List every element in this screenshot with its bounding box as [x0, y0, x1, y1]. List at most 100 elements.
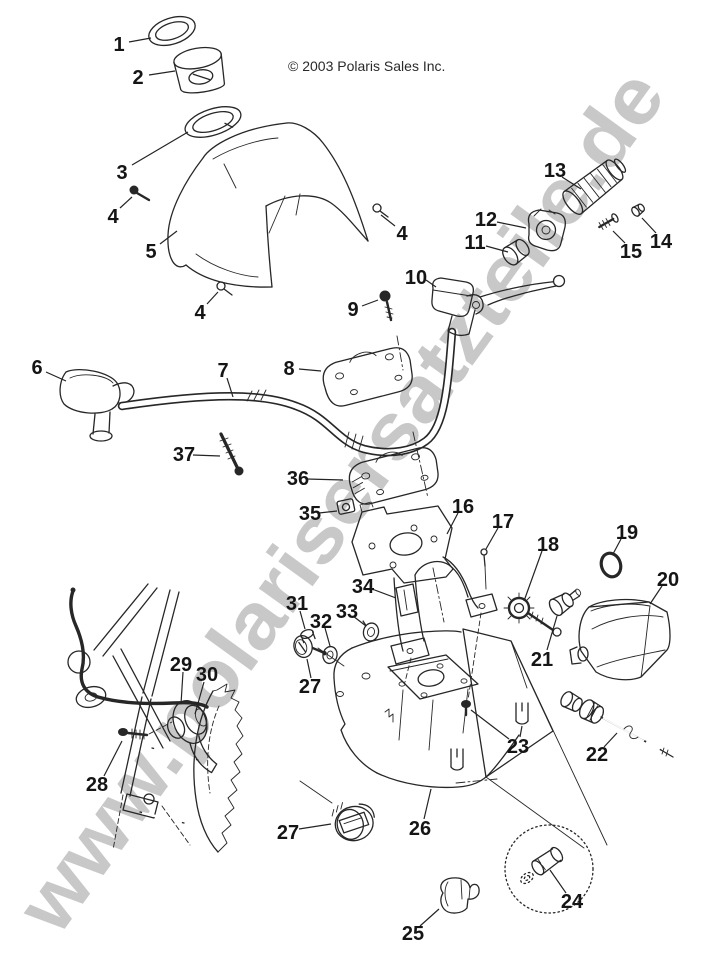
switch-block-12 [527, 208, 566, 252]
callout-leader-25 [419, 908, 440, 927]
callout-label-9: 9 [347, 299, 358, 321]
switch-wire [317, 647, 345, 667]
callout-leader-23 [519, 725, 523, 738]
callout-leader-34 [371, 588, 397, 599]
callout-leader-4 [119, 196, 133, 209]
bulb-21 [548, 588, 582, 617]
pod-bracket-16 [351, 501, 498, 701]
callout-leader-6 [45, 371, 67, 382]
callout-leader-4 [206, 291, 219, 305]
callout-label-3: 3 [116, 162, 127, 184]
callout-leader-20 [649, 585, 663, 605]
callout-label-16: 16 [452, 496, 474, 518]
callout-leader-30 [194, 681, 205, 715]
o-ring-19 [599, 551, 623, 579]
brake-lever [479, 274, 566, 306]
callout-label-32: 32 [310, 611, 332, 633]
callout-label-14: 14 [650, 231, 673, 253]
screw-4-right [372, 203, 389, 218]
callout-label-37: 37 [173, 444, 195, 466]
u-clip [450, 748, 464, 771]
callout-label-12: 12 [475, 209, 497, 231]
callout-leader-17 [485, 527, 499, 550]
handlebar [117, 327, 457, 457]
callout-leader-31 [299, 610, 306, 630]
callout-label-5: 5 [145, 241, 156, 263]
bolt-37 [219, 432, 244, 476]
speedometer-drive-29-30 [166, 700, 218, 774]
callout-label-33: 33 [336, 601, 358, 623]
callout-leader-18 [523, 550, 543, 602]
callout-leader-14 [641, 217, 657, 234]
callout-leader-9 [361, 299, 379, 307]
callout-label-10: 10 [405, 267, 427, 289]
callout-leader-7 [226, 377, 234, 398]
headlight-20 [569, 598, 671, 681]
copyright-text: © 2003 Polaris Sales Inc. [288, 58, 445, 74]
callout-label-15: 15 [620, 241, 642, 263]
callout-leader-27 [306, 658, 312, 679]
callout-label-11: 11 [464, 232, 485, 254]
pad-34 [395, 583, 419, 617]
callout-label-8: 8 [283, 358, 294, 380]
callout-leader-23 [470, 709, 510, 740]
screw-9 [379, 290, 394, 322]
callout-label-4: 4 [396, 223, 408, 245]
callout-leader-16 [446, 512, 459, 535]
callout-label-23: 23 [507, 736, 529, 758]
screw-4-bottom [216, 281, 233, 296]
clamp-25 [440, 877, 480, 914]
callout-label-6: 6 [31, 357, 42, 379]
callout-label-2: 2 [132, 67, 143, 89]
cap-nut-14 [631, 203, 646, 217]
callout-leader-5 [159, 230, 178, 245]
callout-label-19: 19 [616, 522, 638, 544]
callout-label-36: 36 [287, 468, 309, 490]
callout-leader-26 [423, 788, 432, 820]
assembly-axis-lines [396, 335, 445, 623]
callout-label-24: 24 [561, 891, 584, 913]
callout-label-26: 26 [409, 818, 431, 840]
callout-leader-10 [425, 279, 437, 288]
callout-label-1: 1 [113, 34, 124, 56]
callout-leader-37 [192, 454, 221, 457]
adjuster-knob-18 [503, 592, 562, 637]
callout-leader-29 [180, 671, 184, 705]
callout-label-35: 35 [299, 503, 321, 525]
brake-disc [193, 683, 244, 853]
callout-leader-33 [352, 615, 367, 627]
callout-label-31: 31 [286, 593, 308, 615]
brake-master-cylinder [431, 277, 484, 337]
callout-label-4: 4 [194, 302, 206, 324]
handlebar-grip-13 [562, 158, 627, 215]
callout-label-28: 28 [86, 774, 108, 796]
callout-label-29: 29 [170, 654, 192, 676]
callout-label-25: 25 [402, 923, 424, 945]
handlebar-knurl-marks [246, 389, 364, 451]
callout-leader-35 [318, 510, 338, 514]
callout-leader-11 [485, 245, 509, 253]
fuel-cap [173, 46, 226, 94]
callout-label-27: 27 [299, 676, 321, 698]
callout-leader-27 [298, 823, 332, 830]
callout-leader-22 [603, 732, 618, 748]
callout-label-17: 17 [492, 511, 514, 533]
ignition-switch-upper-27 [293, 634, 327, 659]
callout-leader-19 [612, 538, 622, 555]
screw-28 [118, 721, 173, 740]
screw-15 [598, 213, 619, 230]
grommet-33 [362, 620, 380, 642]
screw-4-left [129, 185, 151, 202]
headlight-pod-housing [299, 628, 608, 849]
fuel-cap-bezel [184, 106, 242, 138]
callout-leader-15 [612, 230, 626, 244]
callout-label-27: 27 [277, 822, 299, 844]
speedometer-cable-22 [560, 691, 674, 758]
screw-17 [480, 548, 488, 590]
callout-leader-8 [298, 368, 322, 372]
callout-label-22: 22 [586, 744, 608, 766]
callout-label-4: 4 [107, 206, 119, 228]
grommet-32 [322, 645, 338, 665]
